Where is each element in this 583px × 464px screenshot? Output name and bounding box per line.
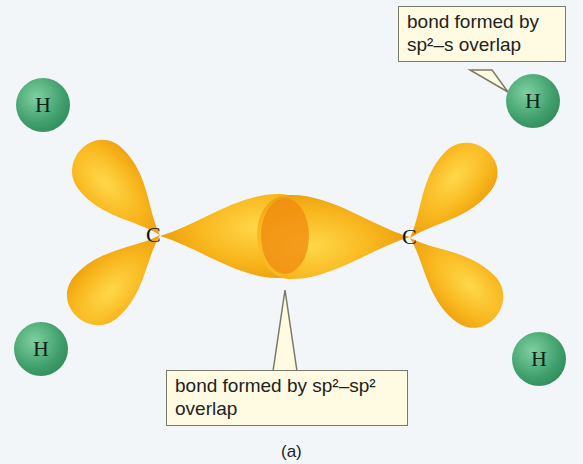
hydrogen-atom: H [14, 322, 68, 376]
sp2-lobe [257, 195, 410, 279]
carbon-symbol: C [402, 224, 417, 250]
callout-text: bond formed by sp²–sp² overlap [175, 375, 399, 421]
atom-symbol: H [33, 336, 49, 362]
callout-text: bond formed by sp²–s overlap [407, 11, 557, 57]
callout-box: bond formed by sp²–s overlap [398, 6, 566, 62]
atom-symbol: H [35, 92, 51, 118]
hydrogen-atom: H [16, 78, 70, 132]
sp2-lobe [160, 194, 313, 278]
hydrogen-atom: H [512, 332, 566, 386]
atom-symbol: H [525, 88, 541, 114]
atom-symbol: H [531, 346, 547, 372]
figure-caption: (a) [281, 442, 302, 462]
callout-pointer [470, 70, 508, 92]
sp2-lobe [55, 213, 181, 337]
carbon-symbol: C [146, 222, 161, 248]
sp2-lobe [389, 216, 515, 340]
hydrogen-atom: H [506, 74, 560, 128]
callout-pointer [272, 290, 298, 378]
overlap-region [261, 198, 309, 274]
callout-box: bond formed by sp²–sp² overlap [166, 370, 408, 426]
sp2-lobe [387, 130, 509, 257]
